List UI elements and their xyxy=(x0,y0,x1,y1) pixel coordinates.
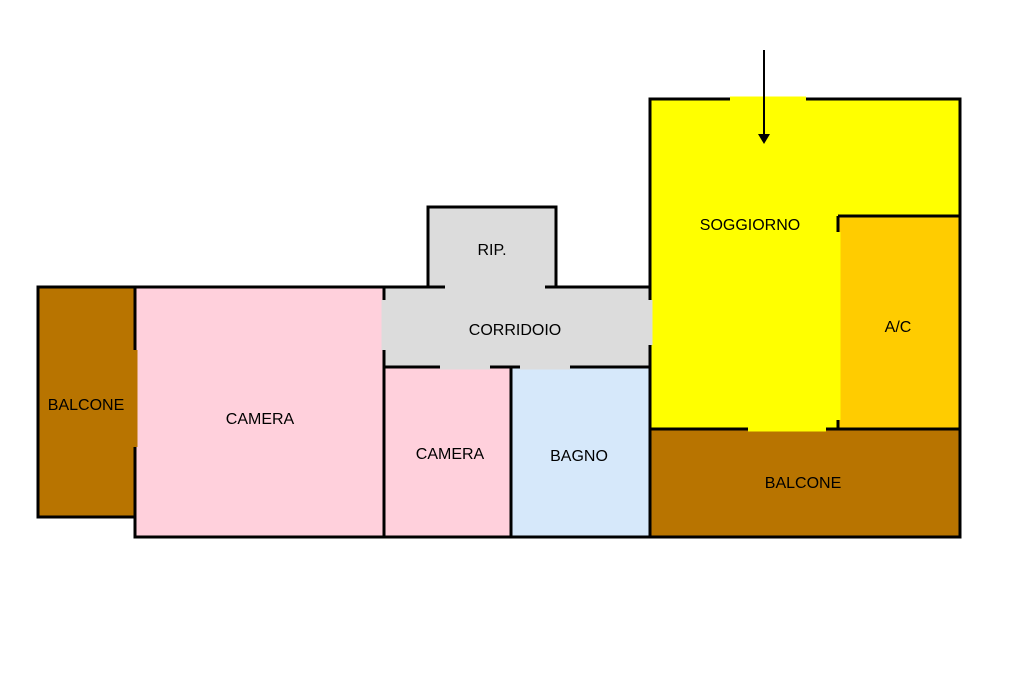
ripostiglio-room xyxy=(428,207,556,287)
balcone-right-room xyxy=(650,429,960,537)
bagno-room xyxy=(511,367,650,537)
balcone-left-label: BALCONE xyxy=(48,397,124,414)
corridoio-label: CORRIDOIO xyxy=(469,322,561,339)
ripostiglio-label: RIP. xyxy=(477,242,506,259)
arrow-down-icon xyxy=(758,50,770,144)
ac-room xyxy=(838,216,960,429)
door-openings xyxy=(132,96,841,447)
bagno-label: BAGNO xyxy=(550,448,608,465)
balcone-left-room xyxy=(38,287,135,517)
soggiorno-label: SOGGIORNO xyxy=(700,217,800,234)
corridoio-room xyxy=(384,287,650,367)
ac-label: A/C xyxy=(885,319,912,336)
camera-large-label: CAMERA xyxy=(226,411,295,428)
camera-large-room xyxy=(135,287,384,537)
camera-small-label: CAMERA xyxy=(416,446,485,463)
balcone-right-label: BALCONE xyxy=(765,475,841,492)
camera-small-room xyxy=(384,367,511,537)
